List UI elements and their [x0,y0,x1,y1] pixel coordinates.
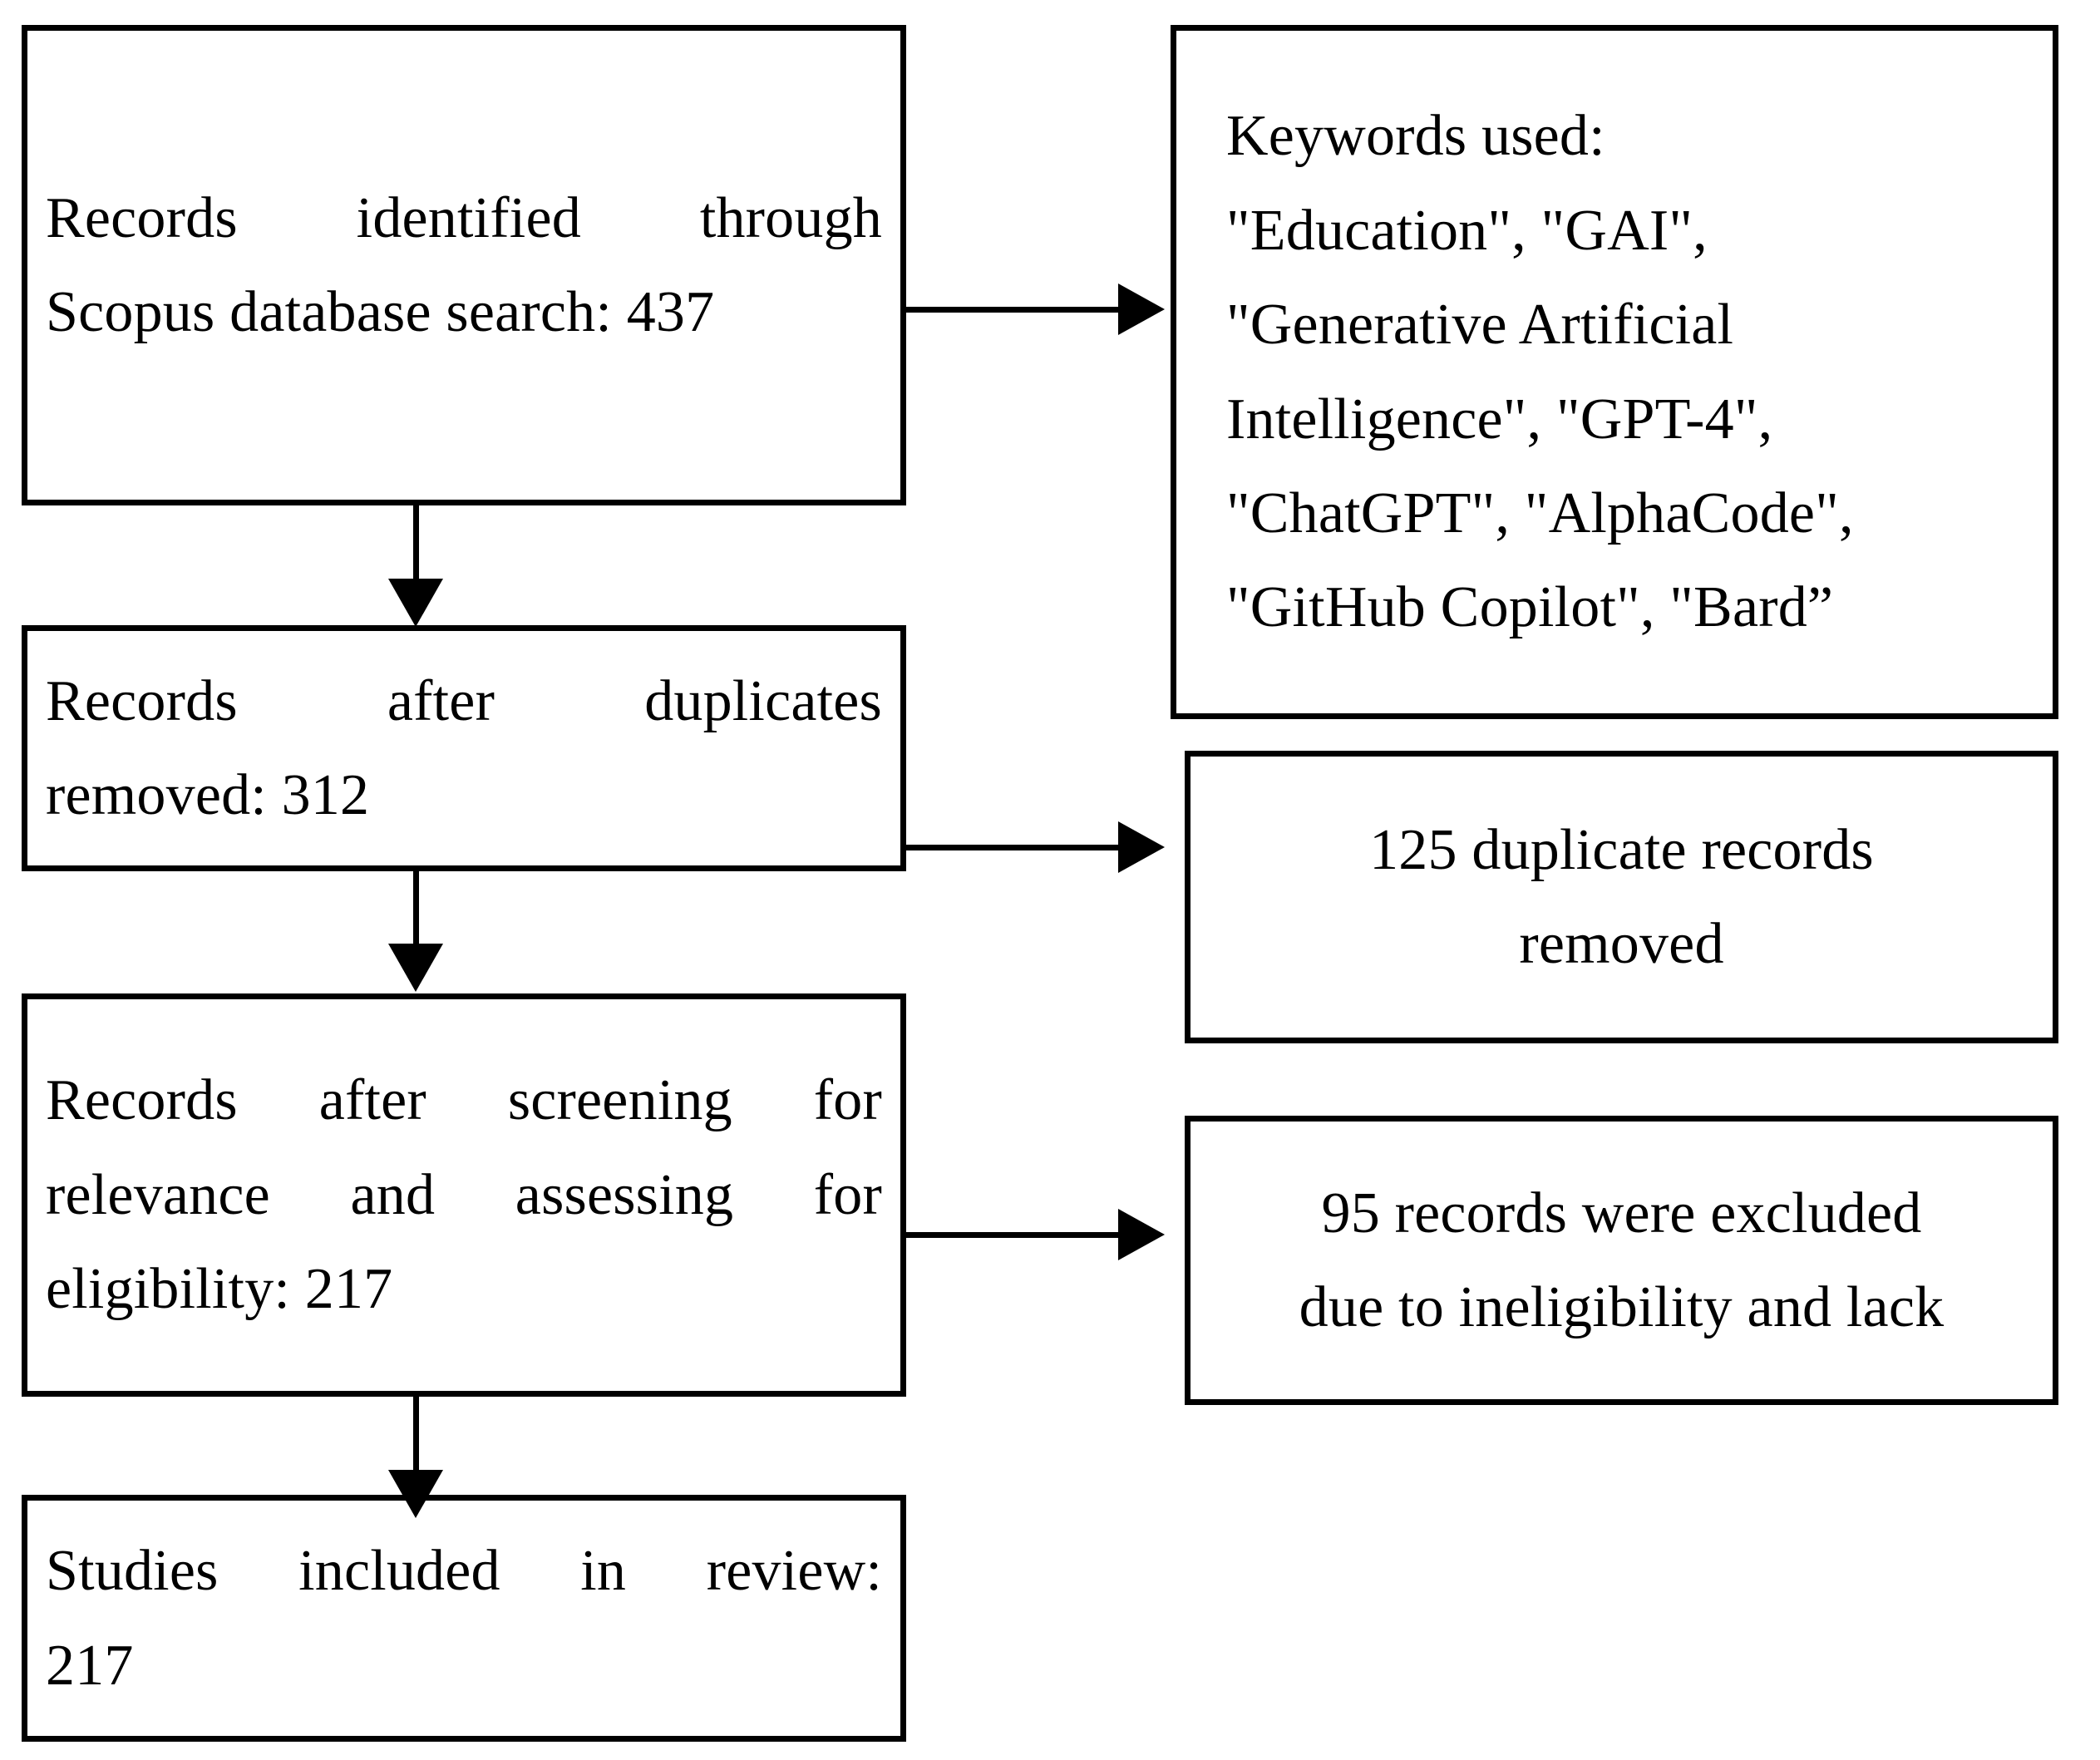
word: through [699,185,882,250]
keywords-line-6: "GitHub Copilot", "Bard” [1226,575,1834,640]
records-after-duplicates-line-2: removed: 312 [46,763,370,827]
word: assessing [515,1162,734,1227]
node-records-after-screening: Records after screening for relevance an… [22,993,906,1397]
connector-line [413,869,419,948]
studies-included-line-1: Studies included in review: [46,1524,882,1618]
records-excluded-line-1: 95 records were excluded [1321,1181,1922,1245]
records-after-screening-line-2: relevance and assessing for [46,1148,882,1242]
node-records-excluded: 95 records were excluded due to ineligib… [1185,1116,2058,1405]
keywords-line-1: Keywords used: [1226,104,1605,169]
word: for [813,1162,882,1227]
records-excluded-line-2: due to ineligibility and lack [1299,1275,1945,1339]
word: after [318,1068,426,1133]
duplicates-removed-line-2: removed [1519,912,1724,976]
node-studies-included: Studies included in review: 217 [22,1495,906,1742]
word: duplicates [644,668,882,733]
arrowhead-icon [1118,283,1165,335]
word: identified [356,185,581,250]
records-identified-line-1: Records identified through [46,171,882,265]
word: Records [46,1068,238,1133]
word: Records [46,185,238,250]
studies-included-line-2: 217 [46,1633,134,1698]
arrowhead-icon [1118,1209,1165,1260]
node-records-identified: Records identified through Scopus databa… [22,25,906,505]
duplicates-removed-line-1: 125 duplicate records [1369,817,1874,882]
word: review: [706,1539,882,1604]
connector-line [413,503,419,583]
connector-line [903,1232,1121,1238]
records-after-screening-line-3: eligibility: 217 [46,1257,393,1322]
word: in [580,1539,627,1604]
node-duplicates-removed: 125 duplicate records removed [1185,751,2058,1043]
arrowhead-icon [388,944,443,992]
connector-line [413,1394,419,1474]
connector-line [903,845,1121,850]
word: screening [507,1068,732,1133]
word: Records [46,668,238,733]
word: after [387,668,495,733]
records-after-duplicates-line-1: Records after duplicates [46,654,882,748]
node-keywords-used: Keywords used: "Education", "GAI", "Gene… [1171,25,2058,719]
arrowhead-icon [388,579,443,627]
records-identified-line-2: Scopus database search: 437 [46,280,715,344]
keywords-line-3: "Generative Artificial [1226,293,1734,357]
word: relevance [46,1162,270,1227]
keywords-line-2: "Education", "GAI", [1226,198,1708,263]
arrowhead-icon [1118,821,1165,873]
word: included [298,1539,500,1604]
word: for [813,1068,882,1133]
keywords-line-4: Intelligence", "GPT-4", [1226,387,1773,451]
word: and [350,1162,436,1227]
records-after-screening-line-1: Records after screening for [46,1053,882,1147]
connector-line [903,307,1121,313]
keywords-line-5: "ChatGPT", "AlphaCode", [1226,481,1854,545]
arrowhead-icon [388,1470,443,1518]
node-records-after-duplicates: Records after duplicates removed: 312 [22,625,906,871]
word: Studies [46,1539,219,1604]
